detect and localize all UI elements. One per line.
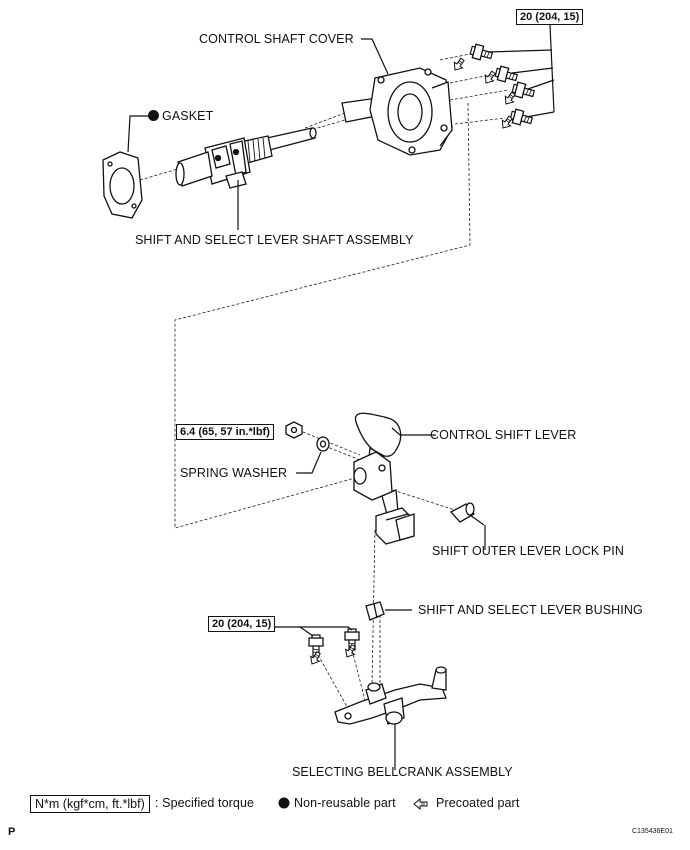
cover-bolts (450, 42, 536, 132)
legend-unit-box: N*m (kgf*cm, ft.*lbf) (30, 795, 150, 813)
label-gasket-text: GASKET (162, 109, 214, 123)
lock-pin-part (449, 502, 475, 523)
label-control-shaft-cover: CONTROL SHAFT COVER (199, 32, 354, 46)
cover-torque-leaders (487, 24, 555, 118)
torque-lever-nut: 6.4 (65, 57 in.*lbf) (176, 424, 274, 440)
bushing-part (365, 601, 385, 621)
precoat-legend-icon (413, 798, 428, 810)
label-gasket: GASKET (148, 109, 213, 123)
control-shaft-cover-part (341, 67, 453, 156)
torque-cover-bolts: 20 (204, 15) (516, 9, 584, 25)
legend-precoated: Precoated part (436, 796, 520, 810)
nut-part (285, 421, 303, 439)
label-leaders (127, 38, 486, 770)
label-lock-pin: SHIFT OUTER LEVER LOCK PIN (432, 544, 624, 558)
gasket-part (102, 151, 143, 219)
label-bushing: SHIFT AND SELECT LEVER BUSHING (418, 603, 643, 617)
legend-non-reusable: Non-reusable part (294, 796, 396, 810)
shaft-assembly-part (175, 127, 317, 189)
torque-bellcrank-bolts: 20 (204, 15) (208, 616, 276, 632)
bellcrank-part (334, 666, 447, 725)
non-reusable-legend-icon (278, 797, 290, 809)
label-bellcrank: SELECTING BELLCRANK ASSEMBLY (292, 765, 513, 779)
control-shift-lever-part (353, 412, 415, 545)
legend-specified-torque: : Specified torque (155, 796, 255, 810)
spring-washer-part (316, 436, 330, 452)
figure-code: C135436E01 (632, 828, 673, 835)
bellcrank-torque-leaders (268, 626, 353, 637)
label-shift-select-shaft: SHIFT AND SELECT LEVER SHAFT ASSEMBLY (135, 233, 414, 247)
label-spring-washer: SPRING WASHER (180, 466, 288, 480)
label-control-shift-lever: CONTROL SHIFT LEVER (430, 428, 577, 442)
bellcrank-bolts (307, 628, 360, 667)
non-reusable-icon (148, 110, 159, 121)
page-mark: P (8, 826, 16, 838)
